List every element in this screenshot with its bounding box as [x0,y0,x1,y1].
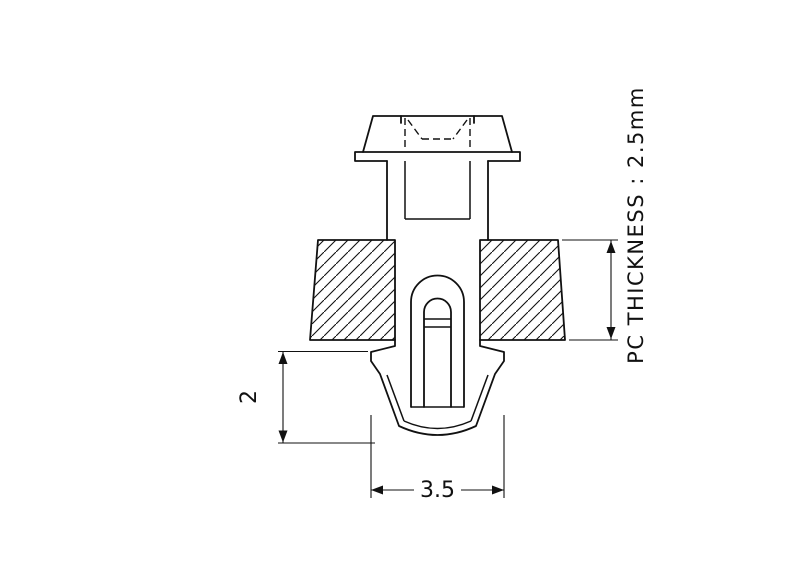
dimension-snap-width: 3.5 [370,415,505,503]
arrow-up-icon [278,352,288,364]
arrow-right-icon [492,485,504,495]
dimension-pc-thickness: PC THICKNESS : 2.5mm [562,86,648,364]
fastener-hidden-lines [404,118,471,151]
arrow-left-icon [371,485,383,495]
fastener-head [354,115,521,162]
center-slot [410,274,465,408]
arrow-up-icon [606,241,616,253]
pc-board-left [309,239,396,341]
pc-board-right [479,239,566,341]
arrow-down-icon [278,430,288,443]
snap-width-label: 3.5 [420,478,455,503]
snap-height-label: 2 [237,390,262,404]
arrow-down-icon [606,327,616,339]
pc-board-section [309,239,566,341]
fastener-body [386,160,489,241]
dimension-snap-height: 2 [237,350,375,444]
snap-leg-profile [370,339,505,436]
pc-thickness-label: PC THICKNESS : 2.5mm [624,86,648,364]
